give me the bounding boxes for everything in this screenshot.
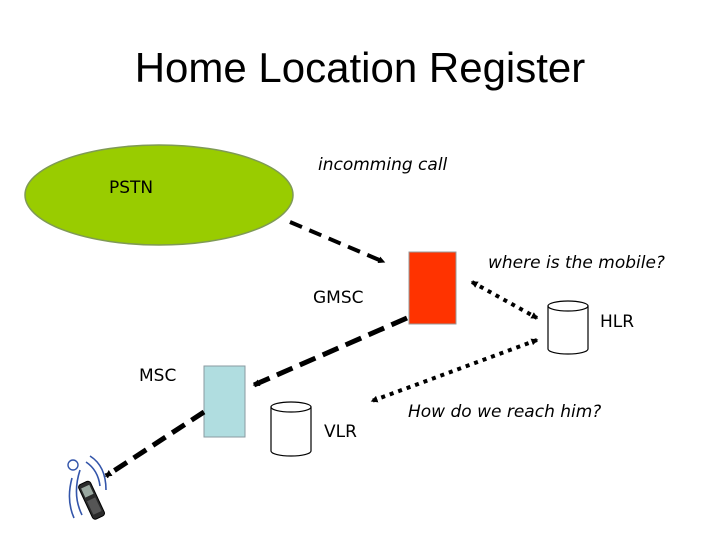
gmsc-box <box>408 251 457 325</box>
incoming-call-annotation: incomming call <box>318 155 448 175</box>
where-is-mobile-annotation: where is the mobile? <box>488 253 665 273</box>
arrow-pstn-to-gmsc <box>289 220 386 264</box>
hlr-database-icon <box>547 300 589 355</box>
gmsc-label: GMSC <box>313 288 364 308</box>
arrow-hlr-vlr <box>370 338 539 403</box>
arrow-msc-to-mobile <box>104 409 206 479</box>
hlr-label: HLR <box>600 312 635 332</box>
msc-box <box>203 365 246 438</box>
mobile-phone-icon <box>67 455 107 520</box>
arrow-gmsc-hlr <box>470 280 539 320</box>
slide-title: Home Location Register <box>134 44 586 91</box>
pstn-cloud <box>24 144 294 246</box>
vlr-database-icon <box>270 401 312 457</box>
msc-label: MSC <box>139 366 177 386</box>
pstn-label: PSTN <box>109 178 154 198</box>
vlr-label: VLR <box>324 422 357 442</box>
arrow-gmsc-to-msc <box>252 315 409 388</box>
how-reach-annotation: How do we reach him? <box>408 402 602 422</box>
